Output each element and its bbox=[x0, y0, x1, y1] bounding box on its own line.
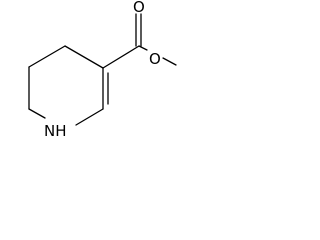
bond-c5-c6 bbox=[75, 108, 104, 126]
nh-label: NH bbox=[44, 122, 67, 140]
bond-c1-n bbox=[28, 108, 46, 119]
chemical-structure: NH O O bbox=[0, 0, 181, 149]
bond-carbonyl-ester-o bbox=[138, 45, 148, 51]
bond-ester-o-methyl bbox=[162, 57, 177, 66]
bond-c4-carbonyl bbox=[102, 45, 140, 69]
molecule-diagram: NH O O bbox=[28, 0, 177, 140]
bond-c2-c3 bbox=[28, 45, 66, 68]
ester-oxygen-label: O bbox=[149, 50, 161, 68]
carbonyl-oxygen-label: O bbox=[133, 0, 145, 16]
bond-c3-c4 bbox=[64, 45, 104, 69]
